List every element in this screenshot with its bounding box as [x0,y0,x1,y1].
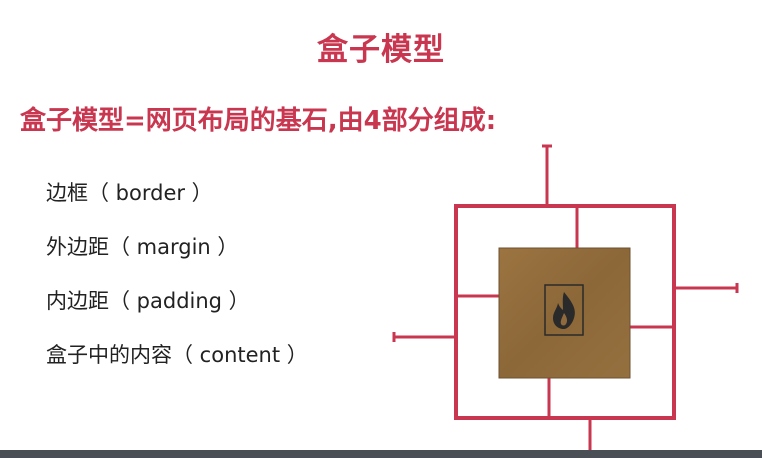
list-item-border: 边框（ border ） [46,181,213,205]
slide-subtitle: 盒子模型=网页布局的基石,由4部分组成: [20,106,497,136]
border-box [454,204,676,420]
list-item-content: 盒子中的内容（ content ） [46,343,308,367]
bottom-bar [0,450,762,458]
list-item-padding: 内边距（ padding ） [46,289,250,313]
slide-title: 盒子模型 [317,32,445,68]
list-item-margin: 外边距（ margin ） [46,235,239,259]
flame-icon [544,284,584,336]
component-list: 边框（ border ） 外边距（ margin ） 内边距（ padding … [46,178,308,394]
